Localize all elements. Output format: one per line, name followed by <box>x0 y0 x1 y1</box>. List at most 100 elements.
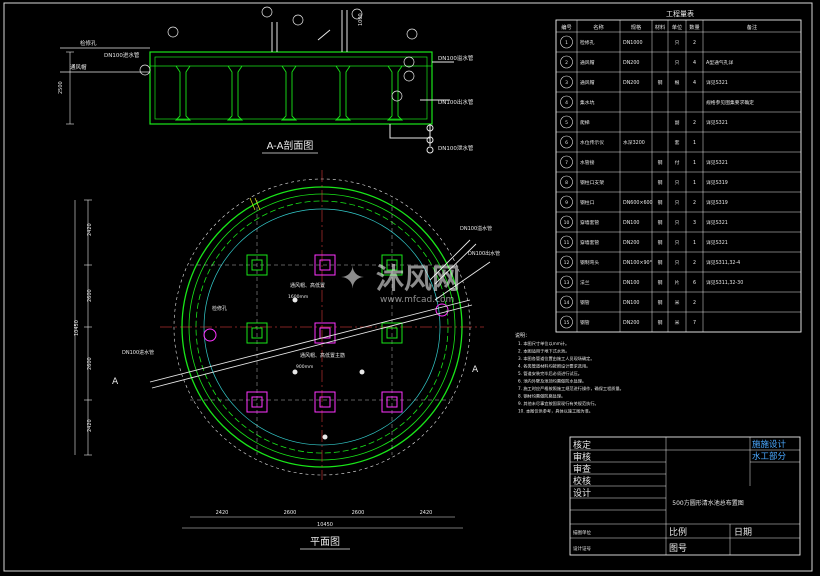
note-line: 4. 各类管道材料均按照设计要求选用。 <box>518 363 590 370</box>
table-cell: 2 <box>693 120 696 126</box>
table-cell: 1 <box>693 180 696 186</box>
table-cell: 套 <box>675 139 680 146</box>
table-cell: 3 <box>693 220 696 226</box>
plan-label-vent-2: 通风帽、高低置主筋 <box>300 352 345 359</box>
plan-view: A A DN100溢水管 DN100出水管 通风帽、高低置 检修孔 DN100进… <box>74 170 500 550</box>
title-block-scale: 比例 <box>669 526 687 538</box>
table-header-cell: 数量 <box>689 23 699 31</box>
plan-label-dim-1: 1600mm <box>288 294 308 300</box>
table-cell: 钢 <box>658 199 663 206</box>
table-cell: 穿墙套管 <box>580 219 599 226</box>
table-cell: 7 <box>565 160 568 166</box>
plan-dim-left-total: 10450 <box>74 320 80 336</box>
row-number-circle <box>560 75 573 89</box>
table-cell: 10 <box>564 220 570 226</box>
table-cell: 集水坑 <box>580 99 595 106</box>
table-cell: DN100 <box>623 300 639 306</box>
table-cell: DN200 <box>623 240 639 246</box>
table-cell: 爬梯 <box>580 119 590 126</box>
table-cell: 米 <box>675 299 680 306</box>
table-cell: 副 <box>675 119 680 126</box>
table-cell: DN100 <box>623 280 639 286</box>
watermark-logo-icon: ✦ <box>340 261 365 296</box>
table-header-cell: 备注 <box>747 23 757 31</box>
table-cell: 钢 <box>658 159 663 166</box>
table-cell: 检修孔 <box>580 39 595 46</box>
table-cell: 只 <box>675 40 680 46</box>
section-marker-left: A <box>112 377 119 387</box>
table-cell: 钢 <box>658 259 663 266</box>
table-cell: DN100 <box>623 220 639 226</box>
title-block: 核定 审核 审查 校核 设计 描图单位 设计证号 施施设计 水工部分 500方圆… <box>569 436 801 556</box>
table-cell: 只 <box>675 240 680 246</box>
notes-title: 说明： <box>515 332 530 339</box>
table-cell: 通风帽 <box>580 59 595 66</box>
table-cell: 钢管 <box>580 299 590 306</box>
table-cell: DN200 <box>623 60 639 66</box>
watermark: ✦ 沐风网 www.mfcad.com <box>340 261 460 305</box>
table-cell: 钢 <box>658 239 663 246</box>
note-line: 7. 施工时应严格按照施工规范进行操作，确保工程质量。 <box>518 385 624 392</box>
table-cell: 2 <box>693 260 696 266</box>
table-header-cell: 规格 <box>631 23 642 31</box>
materials-table-title: 工程量表 <box>666 9 694 18</box>
row-number-circle <box>560 95 573 109</box>
table-cell: DN1000 <box>623 40 643 46</box>
section-label-inlet: DN100进水管 <box>104 51 140 59</box>
section-label-vent: 通风帽 <box>70 63 87 71</box>
table-cell: 15 <box>564 320 570 326</box>
row-number-circle <box>560 295 573 309</box>
title-block-discipline-1: 施施设计 <box>752 439 787 450</box>
plan-label-outlet: DN100出水管 <box>468 250 500 257</box>
note-line: 9. 其他未尽事宜按国家现行有关规范执行。 <box>518 400 599 407</box>
note-line: 2. 本图适用于地下式水池。 <box>518 348 569 355</box>
table-cell: 5 <box>565 120 568 126</box>
table-cell: 规格参见图集要求确定 <box>706 99 754 106</box>
table-cell: 4 <box>565 100 568 106</box>
table-cell: 14 <box>564 300 570 306</box>
table-header-cell: 编号 <box>561 23 571 31</box>
table-cell: DN200 <box>623 80 639 86</box>
table-cell: 米 <box>675 319 680 326</box>
plan-label-vent-1: 通风帽、高低置 <box>290 282 325 289</box>
table-cell: 6 <box>565 140 568 146</box>
title-block-examined: 审查 <box>573 463 591 475</box>
plan-dim-left-1: 2420 <box>87 223 93 236</box>
table-cell: 4 <box>693 80 696 86</box>
plan-label-manhole: 检修孔 <box>212 305 227 312</box>
table-cell: 水深3200 <box>623 139 645 146</box>
table-header-cell: 单位 <box>672 23 682 31</box>
table-cell: 钢管 <box>580 319 590 326</box>
table-cell: 详见S321 <box>706 219 728 226</box>
table-cell: 只 <box>675 220 680 226</box>
table-cell: 12 <box>564 260 570 266</box>
row-number-circle <box>560 235 573 249</box>
table-cell: 只 <box>675 200 680 206</box>
table-cell: 详见S311,32-4 <box>706 259 740 266</box>
table-cell: 详见S321 <box>706 79 728 86</box>
table-cell: 1 <box>693 240 696 246</box>
section-label-outlet: DN100出水管 <box>438 98 474 106</box>
table-cell: 6 <box>693 280 696 286</box>
plan-dim-bottom-1: 2420 <box>216 510 229 516</box>
plan-dim-left-2: 2600 <box>87 289 93 302</box>
row-number-circle <box>560 175 573 189</box>
notes-block: 说明： 1. 本图尺寸单位以mm计。2. 本图适用于地下式水池。3. 本图各管道… <box>515 332 624 415</box>
table-cell: 钢 <box>658 299 663 306</box>
title-block-date: 日期 <box>734 527 752 538</box>
watermark-url: www.mfcad.com <box>380 295 454 305</box>
table-cell: 2 <box>693 300 696 306</box>
section-marker-right: A <box>472 365 479 375</box>
section-dim-vent: 1000 <box>358 13 364 26</box>
note-line: 6. 池内外壁及池顶均需做防水处理。 <box>518 378 586 385</box>
note-line: 10. 本图仅供参考，具体以施工图为准。 <box>518 408 593 415</box>
table-cell: 1 <box>693 160 696 166</box>
title-block-discipline-2: 水工部分 <box>752 451 787 462</box>
table-cell: 详见S319 <box>706 199 728 206</box>
title-block-proofread: 校核 <box>573 475 591 487</box>
table-cell: 详见S321 <box>706 119 728 126</box>
table-cell: 2 <box>693 40 696 46</box>
table-cell: DN200 <box>623 320 639 326</box>
